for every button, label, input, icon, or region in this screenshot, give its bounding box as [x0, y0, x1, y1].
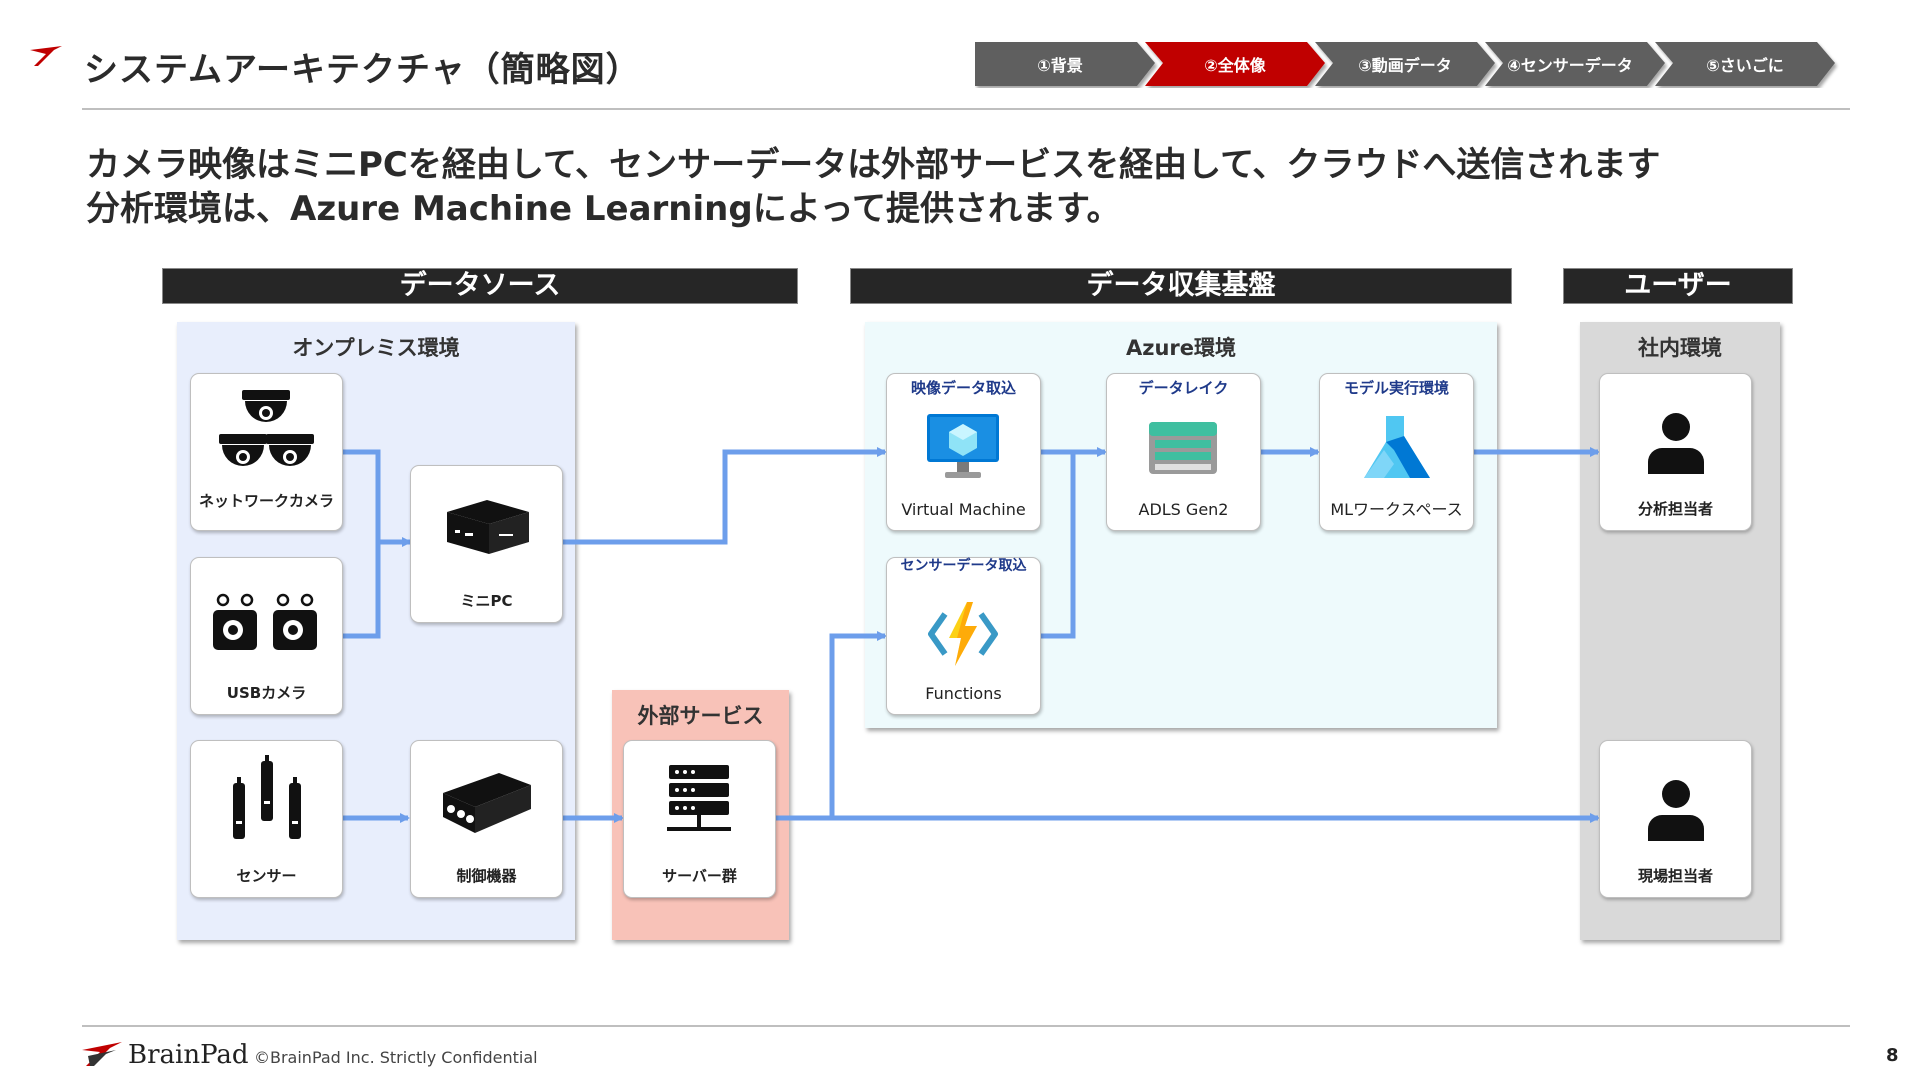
- step-sensor-data[interactable]: ④センサーデータ: [1507, 55, 1633, 75]
- progress-steps: ①背景 ②全体像 ③動画データ ④センサーデータ ⑤さいごに: [975, 42, 1855, 88]
- usb-camera-icon: [213, 593, 317, 650]
- node-functions-label: Functions: [925, 684, 1002, 703]
- progress-steps-shapes: [975, 42, 1835, 86]
- controller-device-icon: [443, 773, 531, 833]
- step-background[interactable]: ①背景: [1037, 55, 1083, 75]
- node-field-staff-label: 現場担当者: [1637, 867, 1713, 885]
- node-functions: センサーデータ取込 Functions: [886, 557, 1041, 715]
- node-vm-heading: 映像データ取込: [910, 379, 1016, 397]
- band-data-source: データソース: [162, 268, 798, 304]
- sensor-icon: [233, 755, 301, 839]
- person-icon: [1648, 780, 1704, 841]
- subtitle-line-2: 分析環境は、Azure Machine Learningによって提供されます。: [86, 189, 1121, 229]
- mini-pc-icon: [447, 500, 529, 554]
- node-servers-label: サーバー群: [662, 867, 737, 885]
- person-icon: [1648, 413, 1704, 474]
- node-field-staff: 現場担当者: [1599, 740, 1752, 898]
- node-adls: データレイク ADLS Gen2: [1106, 373, 1261, 531]
- node-sensor: センサー: [190, 740, 343, 898]
- region-internal-label: 社内環境: [1638, 336, 1722, 360]
- band-data-platform: データ収集基盤: [850, 268, 1512, 304]
- node-analyst-label: 分析担当者: [1637, 500, 1713, 518]
- step-video-data[interactable]: ③動画データ: [1358, 55, 1452, 75]
- node-ml-heading: モデル実行環境: [1343, 379, 1449, 397]
- storage-icon: [1149, 422, 1217, 474]
- node-ml-workspace: モデル実行環境 MLワークスペース: [1319, 373, 1474, 531]
- machine-learning-icon: [1364, 416, 1430, 478]
- node-analyst: 分析担当者: [1599, 373, 1752, 531]
- step-closing[interactable]: ⑤さいごに: [1706, 55, 1784, 75]
- virtual-machine-icon: [927, 414, 999, 478]
- server-icon: [667, 765, 731, 831]
- band-user: ユーザー: [1563, 268, 1793, 304]
- dome-camera-icon: [219, 390, 314, 466]
- node-mini-pc: ミニPC: [410, 465, 563, 623]
- node-servers: サーバー群: [623, 740, 776, 898]
- page-title: システムアーキテクチャ（簡略図）: [84, 50, 641, 90]
- header-divider: [82, 108, 1850, 110]
- node-usb-camera-label: USBカメラ: [226, 684, 307, 702]
- node-vm-label: Virtual Machine: [901, 500, 1026, 519]
- brainpad-logo-icon: [82, 1040, 126, 1072]
- node-adls-label: ADLS Gen2: [1138, 500, 1229, 519]
- node-sensor-label: センサー: [236, 867, 297, 885]
- region-azure-label: Azure環境: [1125, 336, 1237, 360]
- region-external-label: 外部サービス: [637, 704, 764, 728]
- node-mini-pc-label: ミニPC: [460, 592, 513, 610]
- node-network-camera-label: ネットワークカメラ: [198, 492, 334, 510]
- node-virtual-machine: 映像データ取込 Virtual Machine: [886, 373, 1041, 531]
- node-network-camera: ネットワークカメラ: [190, 373, 343, 531]
- footer-divider: [82, 1025, 1850, 1027]
- region-onprem-label: オンプレミス環境: [292, 336, 460, 360]
- node-functions-heading: センサーデータ取込: [900, 558, 1027, 574]
- step-overview[interactable]: ②全体像: [1204, 55, 1266, 75]
- slide-subtitle: カメラ映像はミニPCを経由して、センサーデータは外部サービスを経由して、クラウド…: [86, 143, 1660, 231]
- node-adls-heading: データレイク: [1138, 379, 1229, 397]
- node-usb-camera: USBカメラ: [190, 557, 343, 715]
- page-number: 8: [1886, 1045, 1899, 1066]
- footer-copyright: ©BrainPad Inc. Strictly Confidential: [254, 1048, 538, 1067]
- node-controller-label: 制御機器: [456, 867, 517, 885]
- subtitle-line-1: カメラ映像はミニPCを経由して、センサーデータは外部サービスを経由して、クラウド…: [86, 145, 1661, 185]
- node-controller: 制御機器: [410, 740, 563, 898]
- azure-functions-icon: [928, 602, 998, 666]
- node-ml-label: MLワークスペース: [1330, 500, 1463, 519]
- brainpad-mark-icon: [30, 46, 64, 72]
- footer-brand: BrainPad: [128, 1040, 249, 1070]
